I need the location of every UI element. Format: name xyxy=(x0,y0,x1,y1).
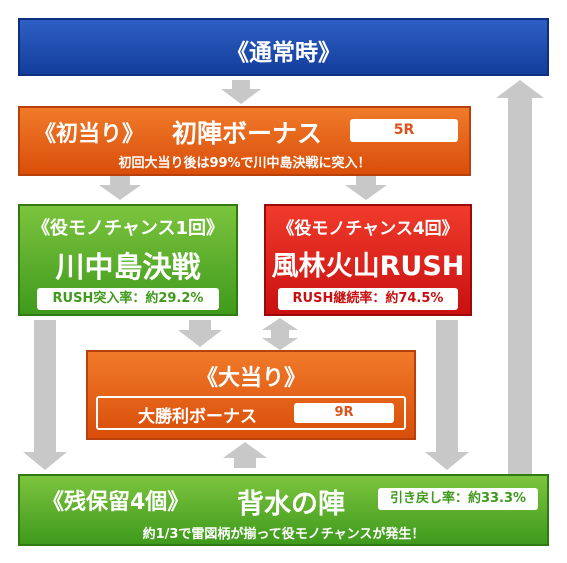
arrow-bighit-chance4 xyxy=(262,318,298,350)
hold4-name: 背水の陣 xyxy=(237,489,345,520)
chance4-rate: RUSH継続率：約74.5% xyxy=(278,288,458,310)
arrow-chance4-to-hold4 xyxy=(425,320,469,470)
hold4-rate: 引き戻し率：約33.3% xyxy=(378,488,538,510)
chance1-title: 《役モノチャンス1回》 xyxy=(32,218,224,239)
big-hit-box: 《大当り》 大勝利ボーナス 9R xyxy=(86,350,416,440)
arrow-chance1-to-hold4 xyxy=(23,320,67,470)
first-hit-box: 《初当り》 初陣ボーナス 5R 初回大当り後は99%で川中島決戦に突入！ xyxy=(18,106,471,176)
first-hit-tag: 《初当り》 xyxy=(34,122,145,147)
arrow-first-to-chance1 xyxy=(99,176,141,200)
big-hit-name: 大勝利ボーナス xyxy=(138,407,257,427)
big-hit-tag: 《大当り》 xyxy=(195,366,306,391)
arrow-first-to-chance4 xyxy=(345,176,387,200)
arrow-hold4-to-bighit xyxy=(223,442,267,468)
chance4-name: 風林火山RUSH xyxy=(271,251,465,282)
chance1-rate: RUSH突入率：約29.2% xyxy=(37,288,219,310)
arrow-hold4-to-normal xyxy=(496,80,544,474)
big-hit-frame: 大勝利ボーナス 9R xyxy=(96,396,406,430)
chance1-name: 川中島決戦 xyxy=(55,250,201,284)
chance1-box: 《役モノチャンス1回》 川中島決戦 RUSH突入率：約29.2% xyxy=(18,204,238,316)
hold4-note: 約1/3で雷図柄が揃って役モノチャンスが発生！ xyxy=(142,527,425,542)
arrow-chance1-to-bighit xyxy=(178,320,222,347)
normal-mode-box: 《通常時》 xyxy=(18,18,549,76)
chance4-box: 《役モノチャンス4回》 風林火山RUSH RUSH継続率：約74.5% xyxy=(264,204,472,316)
chance4-title: 《役モノチャンス4回》 xyxy=(277,219,459,239)
first-hit-name: 初陣ボーナス xyxy=(172,119,323,148)
normal-mode-title: 《通常時》 xyxy=(226,40,341,66)
hold4-box: 《残保留4個》 背水の陣 引き戻し率：約33.3% 約1/3で雷図柄が揃って役モ… xyxy=(18,474,549,546)
first-hit-note: 初回大当り後は99%で川中島決戦に突入！ xyxy=(118,156,371,171)
hold4-tag: 《残保留4個》 xyxy=(42,490,190,515)
big-hit-rounds: 9R xyxy=(294,403,394,423)
arrow-normal-to-first xyxy=(221,80,261,104)
first-hit-rounds: 5R xyxy=(350,119,458,142)
